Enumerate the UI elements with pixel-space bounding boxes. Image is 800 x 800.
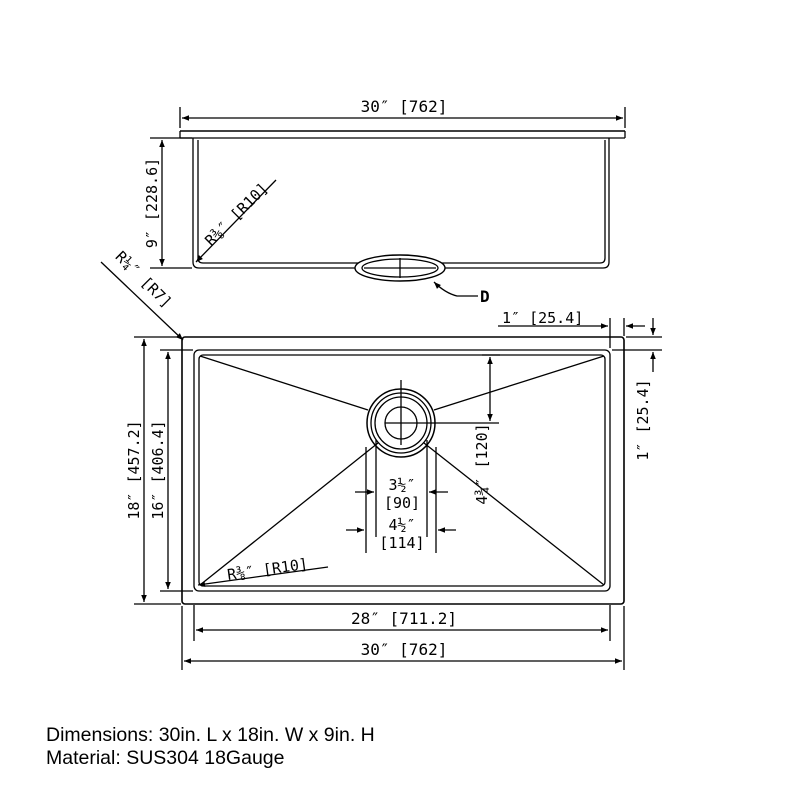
label-drain-inner-metric: [90] [384,494,420,512]
plan-view [100,261,662,670]
leader-drain-callout [433,281,478,297]
label-drain-outer-metric: [114] [379,534,424,552]
label-inner-width: 16″ [406.4] [149,420,167,519]
label-top-width: 30″ [762] [361,97,448,116]
slope-line [423,442,605,586]
label-inner-radius-bottom: R⅜″ [R10] [226,555,309,584]
label-rim-width-right: 1″ [25.4] [634,379,652,460]
leader-inner-radius [195,179,277,263]
caption-dimensions: Dimensions: 30in. L x 18in. W x 9in. H [46,724,375,746]
inner-bowl-floor [198,354,606,587]
label-drain-inner-imperial: 3½″ [388,476,415,494]
inner-bowl-outline [193,349,611,592]
slope-line [199,355,369,411]
caption-material: Material: SUS304 18Gauge [46,747,285,769]
side-view [150,107,626,297]
label-inner-radius-top: R⅜″ [R10] [201,179,271,249]
label-side-depth: 9″ [228.6] [143,158,161,248]
leader-corner-radius [100,261,184,341]
label-drain-outer-imperial: 4½″ [388,516,415,534]
label-drain-callout: D [480,287,490,306]
slope-line [199,442,379,586]
label-drain-offset: 4¾″ [120] [473,423,491,504]
leader-bottom-radius [197,566,329,587]
outer-rim [181,336,625,605]
label-rim-width-top: 1″ [25.4] [502,309,583,327]
slope-line [433,355,605,411]
label-outer-width: 18″ [457.2] [125,420,143,519]
label-inner-length: 28″ [711.2] [351,609,457,628]
label-outer-length: 30″ [762] [361,640,448,659]
